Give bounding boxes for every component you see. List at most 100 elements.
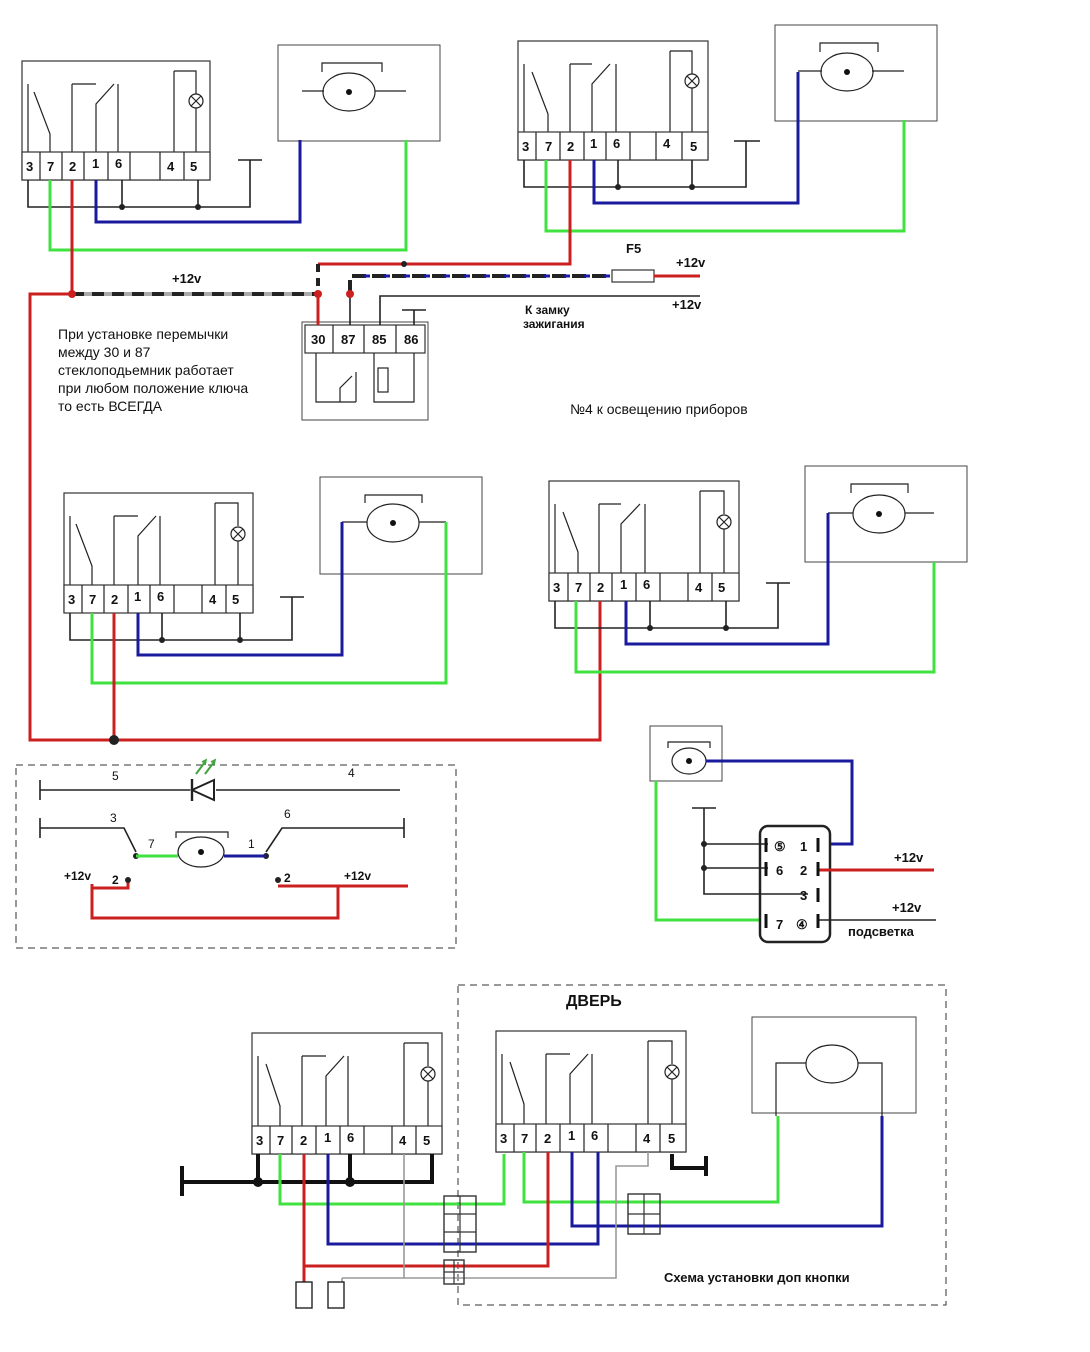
wires-top-right <box>318 72 906 266</box>
pin-strip: 3 7 2 1 6 4 5 <box>548 572 740 602</box>
pin-label: 6 <box>643 577 650 592</box>
pin-label: 4 <box>209 592 217 607</box>
pin-label: 1 <box>620 577 627 592</box>
sch-label-6: 6 <box>284 807 291 821</box>
wires-bottom <box>180 1116 884 1309</box>
pin-label: 3 <box>553 580 560 595</box>
relay-pin-85: 85 <box>372 332 386 347</box>
switch-unit-mid-left: 3 7 2 1 6 4 5 <box>63 492 254 614</box>
note-line: между 30 и 87 <box>58 344 151 360</box>
btn-label-plus12-a: +12v <box>894 850 924 865</box>
pin-strip: 3 7 2 1 6 4 5 <box>495 1123 687 1153</box>
motor-icon <box>852 494 906 534</box>
note-line: При установке перемычки <box>58 326 228 342</box>
pin-label: 2 <box>544 1131 551 1146</box>
pin-label: 1 <box>324 1130 331 1145</box>
pin-label: 7 <box>277 1133 284 1148</box>
pin-label: 6 <box>347 1130 354 1145</box>
button-module: ⑤ 1 6 2 3 7 ④ +12v +12v подсветка <box>649 725 936 944</box>
led-icon <box>195 761 215 775</box>
pin-label: 2 <box>597 580 604 595</box>
label-ignition-1: К замку <box>525 303 570 317</box>
pin-label: 4 <box>695 580 703 595</box>
sch-label-v-left: +12v <box>64 869 91 883</box>
btn-label-backlight: подсветка <box>848 924 915 939</box>
pin-label: 3 <box>500 1131 507 1146</box>
switch-unit-bottom-left: 3 7 2 1 6 4 5 <box>251 1032 443 1155</box>
pin-strip: 3 7 2 1 6 4 5 <box>517 131 709 161</box>
motor-box-mid-left <box>319 476 483 575</box>
sch-label-1: 1 <box>248 837 255 851</box>
label-plus12-fuse: +12v <box>676 255 706 270</box>
sch-label-5: 5 <box>112 769 119 783</box>
motor-icon <box>820 52 874 92</box>
pin-label: 6 <box>115 156 122 171</box>
wires-mid-left <box>69 522 448 745</box>
motor-box-door <box>751 1016 917 1116</box>
switch-unit-top-left: 3 7 2 1 6 4 5 <box>21 60 211 181</box>
door-title: ДВЕРЬ <box>566 993 622 1010</box>
relay-pin-86: 86 <box>404 332 418 347</box>
pin-label: 6 <box>591 1128 598 1143</box>
pin-label: 7 <box>89 592 96 607</box>
power-bus: +12v F5 +12v +12v К замку зажигания <box>28 241 706 742</box>
switch-unit-top-right: 3 7 2 1 6 4 5 <box>517 40 709 161</box>
sch-label-3: 3 <box>110 811 117 825</box>
pin-label: 1 <box>134 589 141 604</box>
label-plus12-main: +12v <box>172 271 202 286</box>
pin-strip: 3 7 2 1 6 4 5 <box>21 151 211 181</box>
pin-label: 7 <box>545 139 552 154</box>
sch-label-4: 4 <box>348 766 355 780</box>
pin-label: 2 <box>567 139 574 154</box>
pin-label: 2 <box>69 159 76 174</box>
note-line: стеклоподьемник работает <box>58 362 234 378</box>
relay: 30 87 85 86 <box>301 321 429 421</box>
wires-mid-right <box>554 513 936 674</box>
pin-label: 1 <box>590 136 597 151</box>
btn-row-right: ④ <box>796 917 808 932</box>
sch-label-v-right: +12v <box>344 869 371 883</box>
pin-label: 5 <box>668 1131 675 1146</box>
extra-button-caption: Схема установки доп кнопки <box>664 1270 850 1285</box>
motor-box-mid-right <box>804 465 968 563</box>
pin-label: 3 <box>522 139 529 154</box>
sch-label-2-right: 2 <box>284 871 291 885</box>
note-line: то есть ВСЕГДА <box>58 398 163 414</box>
motor-box-top-right <box>774 24 938 122</box>
pin-label: 3 <box>68 592 75 607</box>
note: При установке перемычки между 30 и 87 ст… <box>58 326 248 414</box>
pin-label: 2 <box>300 1133 307 1148</box>
pin-label: 5 <box>718 580 725 595</box>
pin-label: 3 <box>26 159 33 174</box>
pin-label: 7 <box>521 1131 528 1146</box>
door-frame <box>457 984 947 1306</box>
motor-box-top-left <box>277 44 441 142</box>
sch-label-2-left: 2 <box>112 873 119 887</box>
pin-label: 4 <box>167 159 175 174</box>
sch-label-7: 7 <box>148 837 155 851</box>
pin-label: 2 <box>111 592 118 607</box>
pin-label: 4 <box>643 1131 651 1146</box>
motor-icon <box>177 836 225 868</box>
pin-label: 5 <box>190 159 197 174</box>
label-lighting: №4 к освещению приборов <box>570 401 748 417</box>
pin-label: 5 <box>423 1133 430 1148</box>
pin-label: 7 <box>47 159 54 174</box>
motor-icon <box>322 72 376 112</box>
motor-icon <box>366 503 420 543</box>
pin-label: 4 <box>399 1133 407 1148</box>
btn-row-left: ⑤ <box>774 839 786 854</box>
motor-icon <box>805 1044 859 1084</box>
label-fuse: F5 <box>626 241 641 256</box>
pin-label: 1 <box>92 156 99 171</box>
pin-label: 4 <box>663 136 671 151</box>
terminal <box>295 1281 313 1309</box>
pin-label: 6 <box>613 136 620 151</box>
btn-row-right: 1 <box>800 839 807 854</box>
pin-label: 7 <box>575 580 582 595</box>
btn-row-right: 2 <box>800 863 807 878</box>
relay-pin-87: 87 <box>341 332 355 347</box>
switch-unit-door: 3 7 2 1 6 4 5 <box>495 1030 687 1153</box>
pin-strip: 3 7 2 1 6 4 5 <box>63 584 254 614</box>
